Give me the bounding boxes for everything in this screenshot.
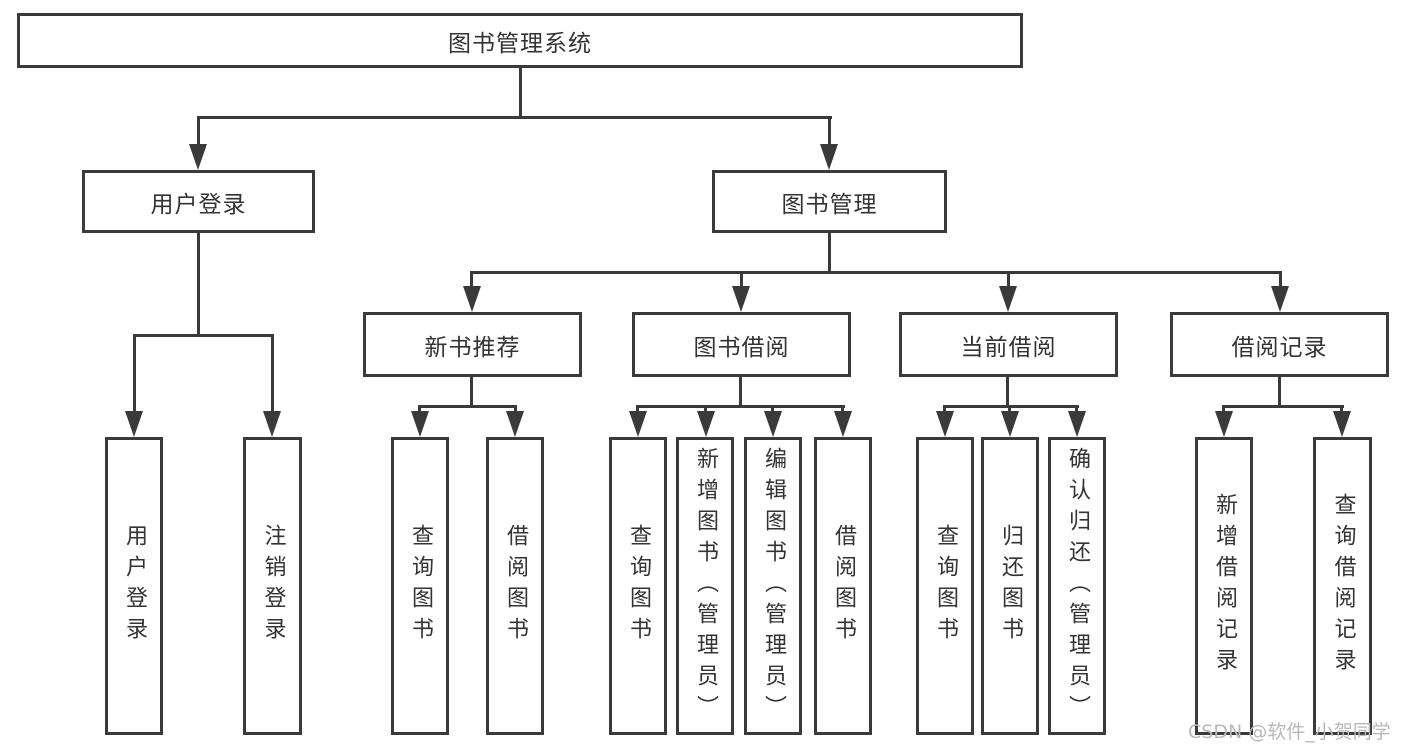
connector	[739, 377, 742, 408]
connector	[1006, 377, 1009, 408]
node-borrowing-records: 借阅记录	[1170, 312, 1389, 377]
connector	[197, 233, 200, 336]
node-book-borrowing: 图书借阅	[632, 312, 851, 377]
csdn-watermark: CSDN @软件_小贺同学	[1188, 721, 1391, 743]
connector	[1340, 405, 1343, 413]
arrow-down-icon	[506, 411, 524, 437]
connector	[271, 334, 274, 413]
connector	[197, 116, 832, 119]
leaf-borrowing-borrow-books: 借阅图书	[814, 437, 872, 735]
leaf-recommend-query-books: 查询图书	[391, 437, 449, 735]
arrow-down-icon	[629, 411, 647, 437]
leaf-borrowing-add-books-admin: 新增图书（管理员）	[676, 437, 734, 735]
arrow-down-icon	[463, 286, 481, 312]
arrow-down-icon	[1333, 411, 1351, 437]
leaf-borrowing-query-books: 查询图书	[609, 437, 667, 735]
arrow-down-icon	[732, 286, 750, 312]
connector	[636, 405, 845, 408]
connector	[418, 405, 421, 413]
node-user-login: 用户登录	[82, 170, 315, 233]
arrow-down-icon	[263, 411, 281, 437]
connector	[1007, 271, 1010, 289]
connector	[1008, 405, 1011, 413]
connector	[704, 405, 707, 413]
node-new-book-recommendation: 新书推荐	[363, 312, 582, 377]
arrow-down-icon	[834, 411, 852, 437]
connector	[1222, 405, 1344, 408]
connector	[943, 405, 946, 413]
leaf-user-login: 用户登录	[105, 437, 163, 735]
node-current-borrowing: 当前借阅	[899, 312, 1118, 377]
leaf-records-add-record: 新增借阅记录	[1195, 437, 1253, 735]
arrow-down-icon	[820, 144, 838, 170]
connector	[514, 405, 517, 413]
connector	[1279, 271, 1282, 289]
connector	[133, 334, 136, 413]
arrow-down-icon	[999, 286, 1017, 312]
connector	[841, 405, 844, 413]
connector	[470, 377, 473, 408]
node-book-management: 图书管理	[712, 170, 947, 233]
arrow-down-icon	[697, 411, 715, 437]
connector	[1278, 377, 1281, 408]
connector	[740, 271, 743, 289]
connector	[519, 68, 522, 118]
arrow-down-icon	[936, 411, 954, 437]
connector	[470, 271, 473, 289]
leaf-current-confirm-return-admin: 确认归还（管理员）	[1048, 437, 1106, 735]
leaf-current-return-books: 归还图书	[981, 437, 1039, 735]
connector	[1075, 405, 1078, 413]
connector	[828, 233, 831, 274]
connector	[828, 116, 831, 146]
leaf-records-query-record: 查询借阅记录	[1313, 437, 1372, 735]
connector	[418, 405, 517, 408]
arrow-down-icon	[1068, 411, 1086, 437]
arrow-down-icon	[764, 411, 782, 437]
leaf-recommend-borrow-books: 借阅图书	[486, 437, 544, 735]
connector	[197, 116, 200, 146]
connector	[943, 405, 1079, 408]
node-library-management-system: 图书管理系统	[17, 13, 1023, 68]
arrow-down-icon	[411, 411, 429, 437]
arrow-down-icon	[1271, 286, 1289, 312]
arrow-down-icon	[125, 411, 143, 437]
connector	[1222, 405, 1225, 413]
leaf-borrowing-edit-books-admin: 编辑图书（管理员）	[744, 437, 802, 735]
leaf-current-query-books: 查询图书	[916, 437, 974, 735]
connector	[470, 271, 1282, 274]
connector	[636, 405, 639, 413]
leaf-logout: 注销登录	[243, 437, 302, 735]
arrow-down-icon	[1001, 411, 1019, 437]
connector	[771, 405, 774, 413]
arrow-down-icon	[1215, 411, 1233, 437]
arrow-down-icon	[189, 144, 207, 170]
connector	[133, 334, 274, 337]
